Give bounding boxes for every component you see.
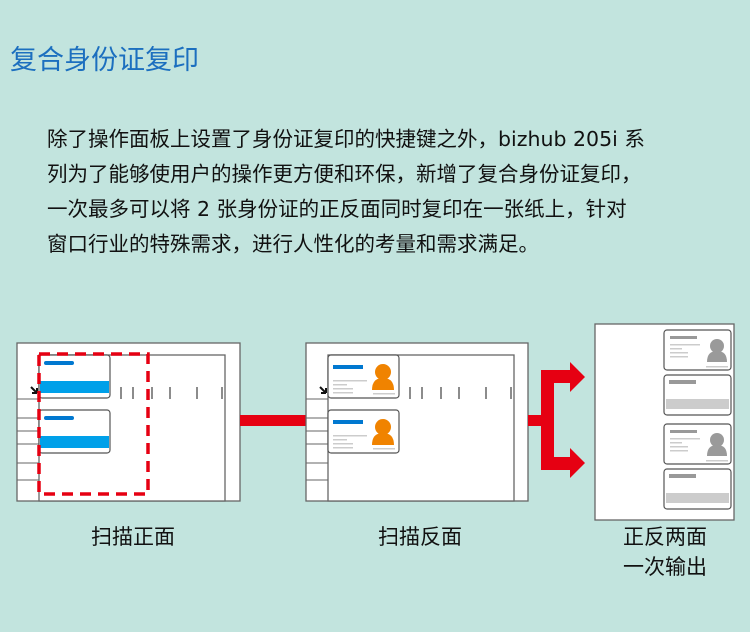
id-card-front [38, 409, 111, 454]
connector-bar [240, 415, 306, 426]
output-label-line: 正反两面 [623, 525, 707, 549]
step-label-output: 正反两面 一次输出 [585, 522, 745, 582]
id-card-back [327, 409, 400, 454]
paragraph-line: 除了操作面板上设置了身份证复印的快捷键之外，bizhub 205i 系 [47, 127, 645, 151]
page-title: 复合身份证复印 [10, 45, 199, 76]
step-label-scan-front: 扫描正面 [91, 525, 175, 549]
branch-arrow-icon [528, 362, 585, 478]
scan-back-illustration [305, 342, 529, 502]
scan-front-illustration [16, 342, 241, 502]
paragraph-line: 窗口行业的特殊需求，进行人性化的考量和需求满足。 [47, 232, 539, 256]
id-card-front [38, 354, 111, 399]
output-page-illustration [594, 323, 735, 521]
paragraph-line: 列为了能够使用户的操作更方便和环保，新增了复合身份证复印， [47, 162, 642, 186]
paragraph-line: 一次最多可以将 2 张身份证的正反面同时复印在一张纸上，针对 [47, 197, 627, 221]
id-card-back [327, 354, 400, 399]
output-label-line: 一次输出 [623, 555, 707, 579]
scan-area-dashed-frame [37, 352, 150, 496]
description-paragraph: 除了操作面板上设置了身份证复印的快捷键之外，bizhub 205i 系 列为了能… [47, 122, 747, 262]
step-label-scan-back: 扫描反面 [378, 525, 462, 549]
